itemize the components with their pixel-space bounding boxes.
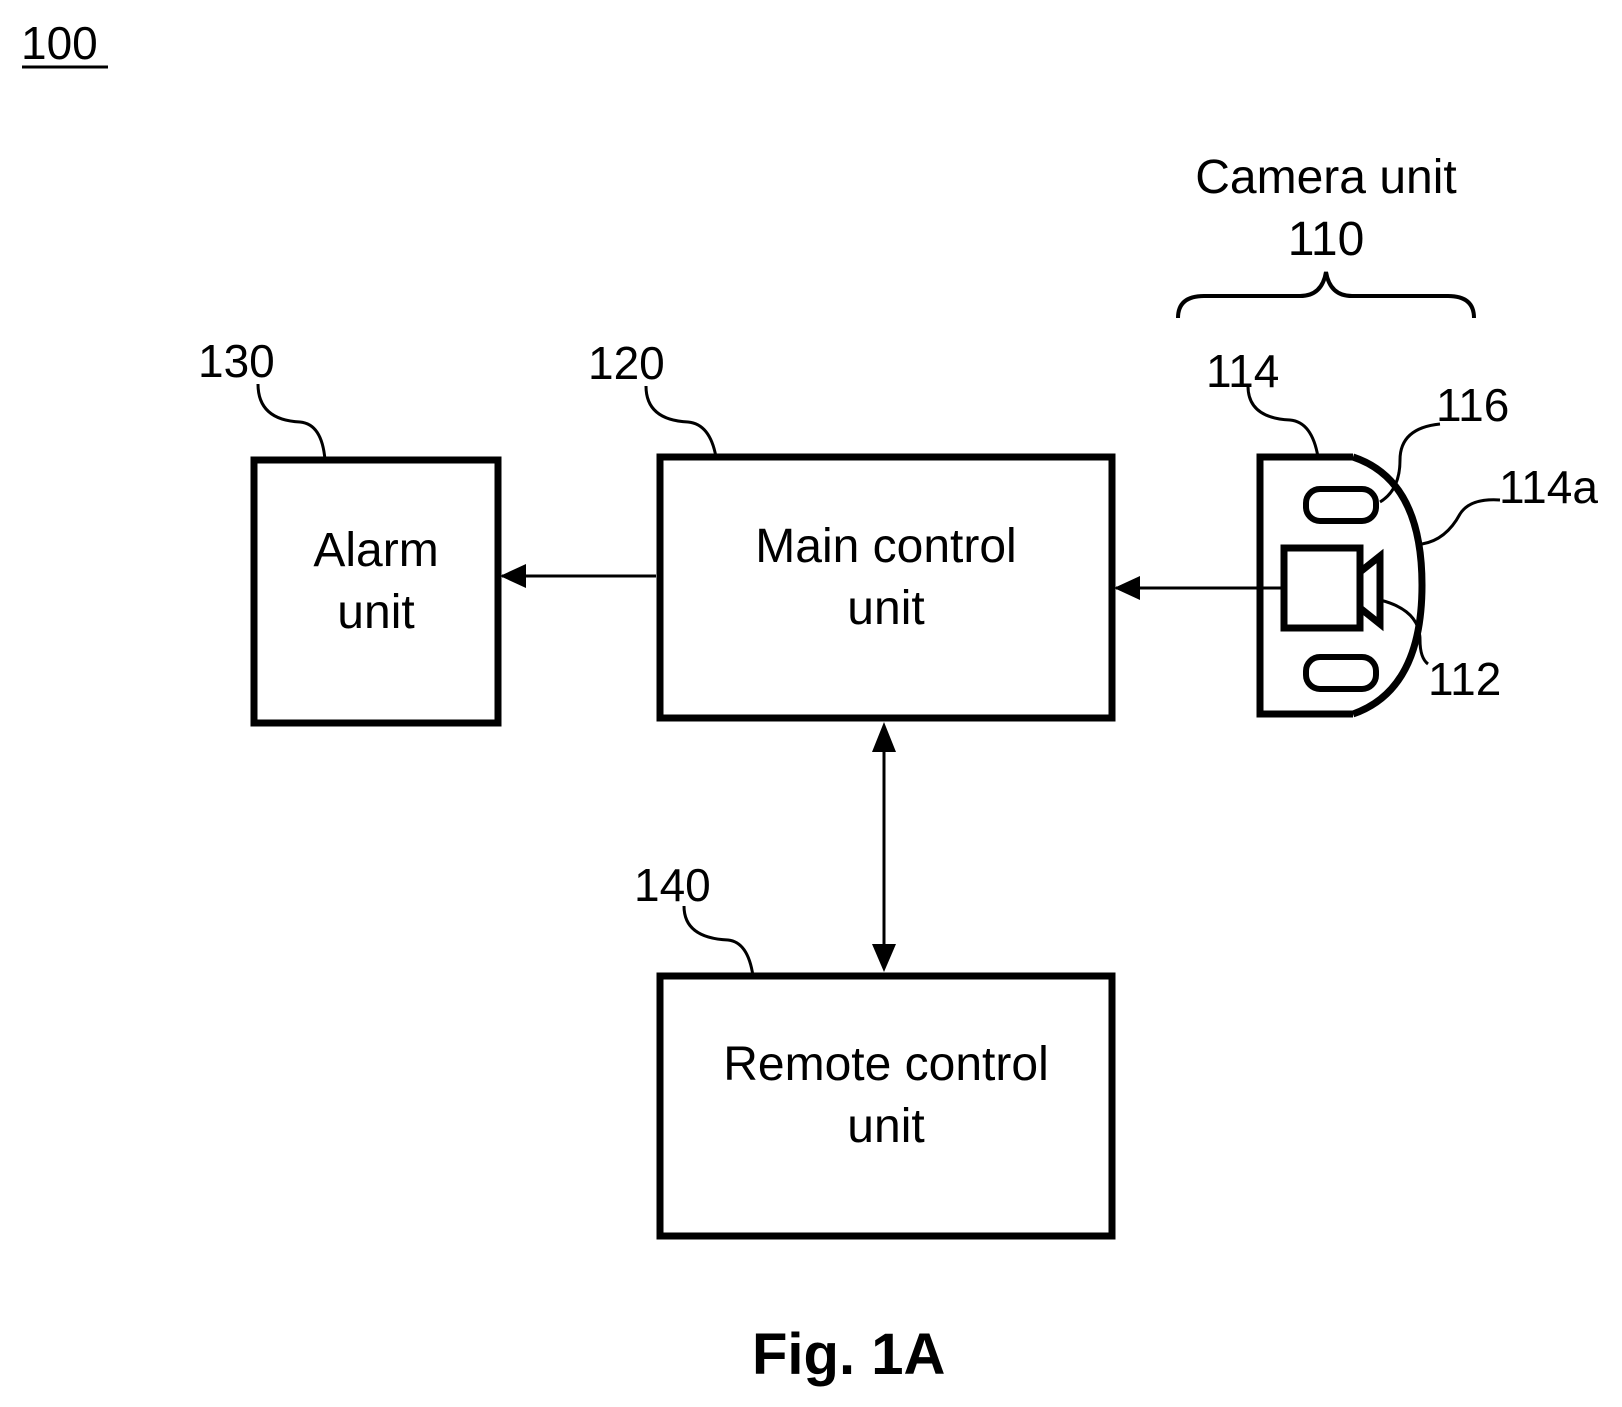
camera-body-icon <box>1284 548 1360 628</box>
cover-ref: 114a <box>1499 464 1598 510</box>
light-top <box>1306 489 1376 521</box>
arrowhead-down <box>872 944 896 972</box>
figure-caption: Fig. 1A <box>752 1326 945 1384</box>
figure-number: 100 <box>21 20 98 66</box>
main-control-unit-label: Main control unit <box>664 516 1108 640</box>
camera-unit-label: Camera unit <box>1176 154 1476 202</box>
housing-ref: 114 <box>1206 348 1279 394</box>
leader-120 <box>646 386 716 457</box>
main-control-unit-ref: 120 <box>588 340 665 386</box>
camera-lens-icon <box>1360 556 1380 624</box>
camera-ref: 112 <box>1428 656 1501 702</box>
leader-114a <box>1422 500 1500 544</box>
leader-130 <box>258 384 325 460</box>
remote-control-unit-ref: 140 <box>634 862 711 908</box>
camera-unit-brace <box>1178 272 1474 318</box>
leader-116 <box>1380 424 1440 502</box>
leader-140 <box>684 906 753 976</box>
light-bottom <box>1306 657 1376 689</box>
remote-control-unit-label: Remote control unit <box>664 1034 1108 1158</box>
camera-unit-ref: 110 <box>1176 216 1476 264</box>
light-ref: 116 <box>1436 382 1509 428</box>
alarm-unit-label: Alarm unit <box>258 520 494 644</box>
alarm-unit-ref: 130 <box>198 338 275 384</box>
arrowhead-up <box>872 722 896 752</box>
